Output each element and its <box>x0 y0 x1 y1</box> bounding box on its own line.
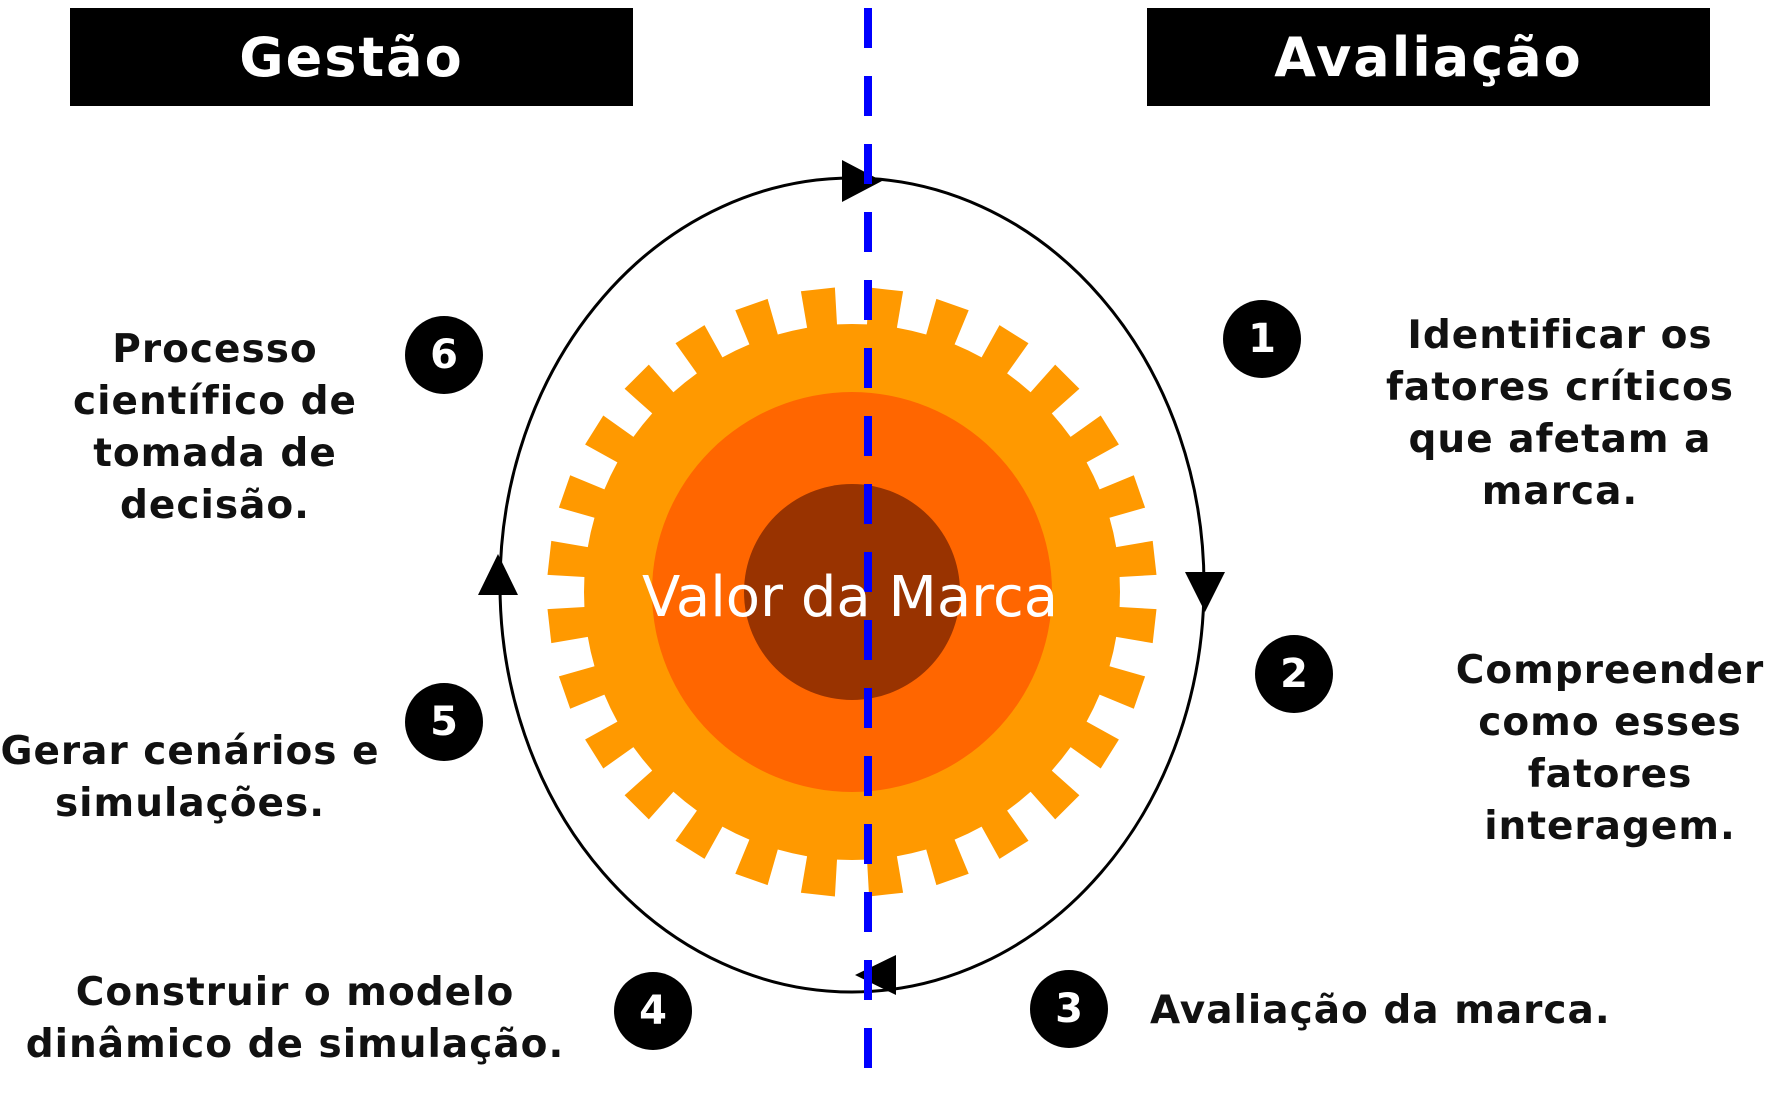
arrow-right-icon <box>1185 572 1225 612</box>
step-5-number: 5 <box>430 699 458 745</box>
step-3-number: 3 <box>1055 986 1083 1032</box>
core-circle <box>744 484 960 700</box>
header-avaliacao-label: Avaliação <box>1274 25 1583 89</box>
step-3-badge: 3 <box>1030 970 1108 1048</box>
arrow-bottom-icon <box>855 955 896 995</box>
arrow-top-icon <box>842 160 882 202</box>
step-3-text: Avaliação da marca. <box>1150 988 1611 1033</box>
header-avaliacao: Avaliação <box>1147 8 1710 106</box>
center-label: Valor da Marca <box>641 565 1059 630</box>
arrow-left-icon <box>478 554 518 595</box>
step-2-text: Compreender como esses fatores interagem… <box>1455 648 1765 849</box>
step-5-text: Gerar cenários e simulações. <box>0 729 380 826</box>
step-5-badge: 5 <box>405 683 483 761</box>
step-1-number: 1 <box>1248 316 1276 362</box>
step-6-badge: 6 <box>405 316 483 394</box>
step-6-number: 6 <box>430 332 458 378</box>
step-1-text: Identificar os fatores críticos que afet… <box>1385 313 1735 514</box>
header-gestao: Gestão <box>70 8 633 106</box>
step-4-number: 4 <box>639 988 667 1034</box>
step-4-badge: 4 <box>614 972 692 1050</box>
step-6-text: Processo científico de tomada de decisão… <box>73 327 357 528</box>
step-4-text: Construir o modelo dinâmico de simulação… <box>25 970 565 1067</box>
step-2-number: 2 <box>1280 651 1308 697</box>
step-2-badge: 2 <box>1255 635 1333 713</box>
header-gestao-label: Gestão <box>239 25 464 89</box>
step-1-badge: 1 <box>1223 300 1301 378</box>
